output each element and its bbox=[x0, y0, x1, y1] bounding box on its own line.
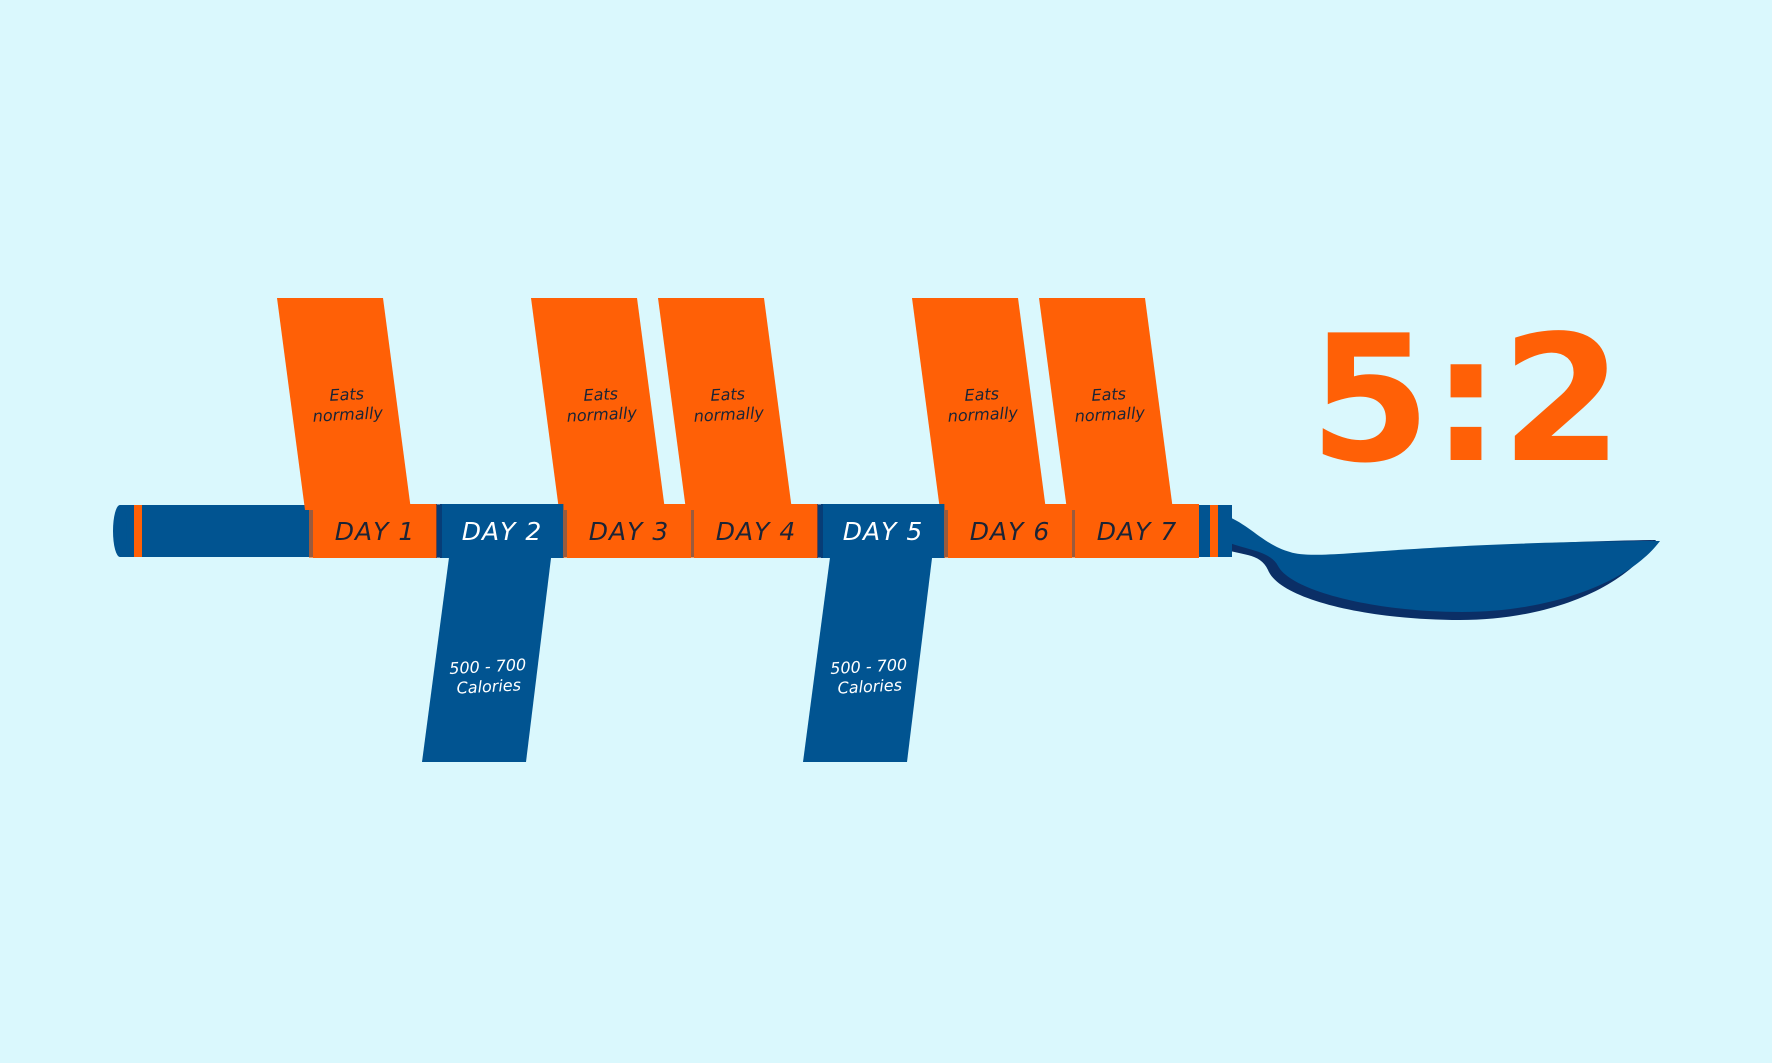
day-5-note-line: Calories bbox=[837, 675, 902, 697]
day-7-band-seam bbox=[1071, 504, 1077, 558]
day-2-note-line: 500 - 700 bbox=[449, 655, 527, 678]
day-7-label: DAY 7 bbox=[1097, 517, 1177, 546]
day-6-band bbox=[948, 504, 1072, 558]
day-4-note-line: normally bbox=[693, 403, 765, 426]
ratio-title: 5:2 bbox=[1309, 299, 1623, 502]
day-7-flag bbox=[1039, 298, 1173, 510]
day-4-note: Eatsnormally bbox=[692, 383, 765, 426]
day-2-note: 500 - 700Calories bbox=[449, 655, 528, 698]
day-6-note-line: Eats bbox=[964, 384, 999, 405]
day-5-note-line: 500 - 700 bbox=[830, 655, 908, 678]
day-3-note-line: Eats bbox=[583, 384, 618, 405]
day-4-flag bbox=[658, 298, 792, 510]
day-2-band-seam bbox=[436, 504, 442, 558]
day-4-label: DAY 4 bbox=[716, 517, 796, 546]
day-3-flag bbox=[531, 298, 665, 510]
day-3-note: Eatsnormally bbox=[565, 383, 638, 426]
day-5-band bbox=[821, 504, 945, 558]
day-7-note: Eatsnormally bbox=[1073, 383, 1146, 426]
day-4-band bbox=[694, 504, 818, 558]
handle-end-cap bbox=[113, 505, 127, 557]
day-1-band bbox=[313, 504, 437, 558]
day-6-note: Eatsnormally bbox=[946, 383, 1019, 426]
day-1-note: Eatsnormally bbox=[311, 383, 384, 426]
day-bands-layer: DAY 1 DAY 2 DAY 3 DAY 4 DAY 5 DAY 6 DAY 7 bbox=[309, 504, 1199, 558]
day-5-note: 500 - 700Calories bbox=[830, 655, 909, 698]
day-5-flag bbox=[803, 550, 933, 762]
day-1-band-seam bbox=[309, 504, 315, 558]
day-7-note-line: Eats bbox=[1091, 384, 1126, 405]
day-2-flag bbox=[422, 550, 552, 762]
day-6-note-line: normally bbox=[947, 403, 1019, 426]
spoon-bowl bbox=[1222, 514, 1660, 612]
handle-tip-stripe bbox=[1210, 505, 1218, 557]
day-6-label: DAY 6 bbox=[970, 517, 1050, 546]
day-5-band-seam bbox=[817, 504, 823, 558]
day-7-note-line: normally bbox=[1074, 403, 1146, 426]
day-1-note-line: Eats bbox=[329, 384, 364, 405]
day-1-label: DAY 1 bbox=[335, 517, 415, 546]
day-2-band bbox=[440, 504, 564, 558]
day-7-band bbox=[1075, 504, 1199, 558]
day-1-flag bbox=[277, 298, 411, 510]
day-3-note-line: normally bbox=[566, 403, 638, 426]
day-5-label: DAY 5 bbox=[843, 517, 923, 546]
day-1-note-line: normally bbox=[312, 403, 384, 426]
day-2-note-line: Calories bbox=[456, 675, 521, 697]
day-6-band-seam bbox=[944, 504, 950, 558]
day-2-label: DAY 2 bbox=[462, 517, 542, 546]
day-6-flag bbox=[912, 298, 1046, 510]
handle-end-stripe bbox=[134, 505, 142, 557]
day-3-band-seam bbox=[563, 504, 569, 558]
day-3-band bbox=[567, 504, 691, 558]
day-3-label: DAY 3 bbox=[589, 517, 669, 546]
day-4-note-line: Eats bbox=[710, 384, 745, 405]
day-4-band-seam bbox=[690, 504, 696, 558]
